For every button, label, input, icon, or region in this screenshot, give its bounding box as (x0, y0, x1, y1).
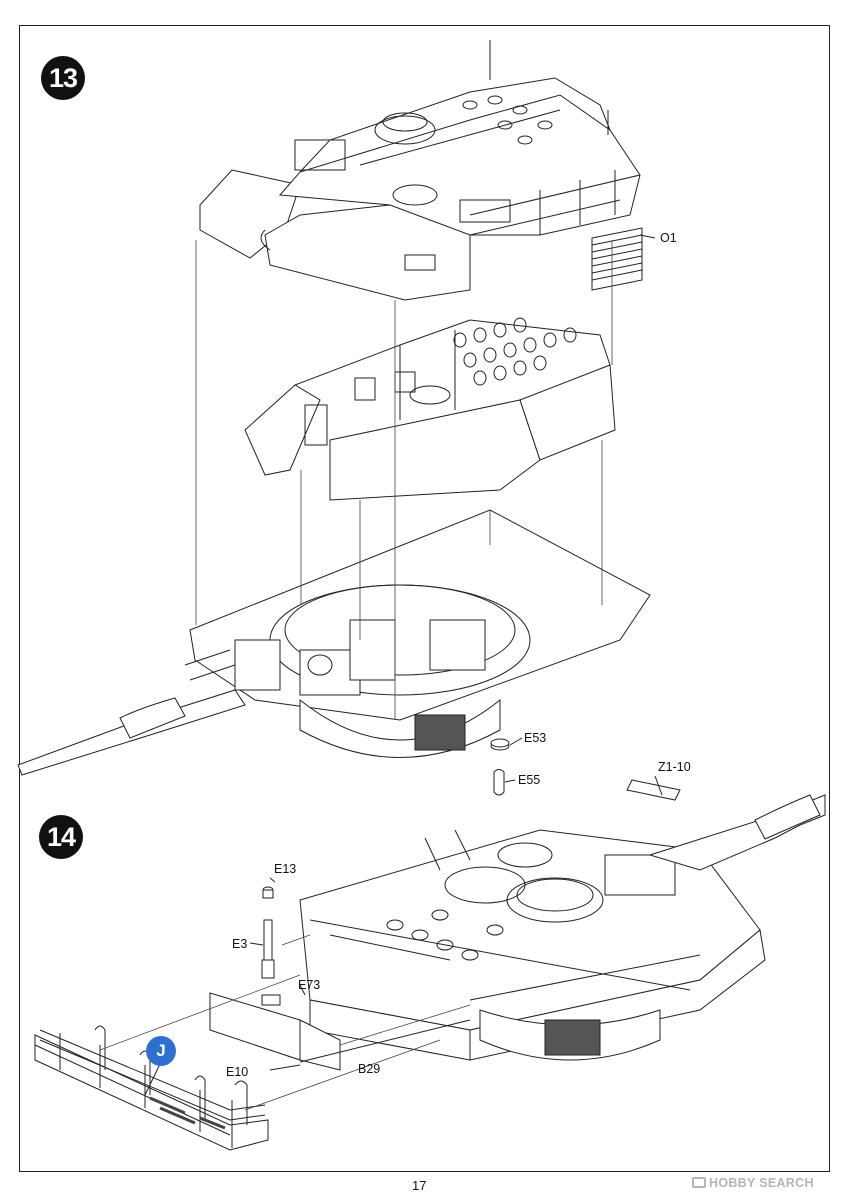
assembly-guide-lines (196, 240, 612, 720)
turret-base-assembly (18, 510, 650, 775)
part-label-e73: E73 (298, 978, 321, 992)
part-label-e53: E53 (524, 731, 547, 745)
watermark-text: HOBBY SEARCH (709, 1176, 814, 1190)
part-label-b29: B29 (358, 1062, 381, 1076)
part-label-e55: E55 (518, 773, 541, 787)
part-label-e10: E10 (226, 1065, 249, 1079)
turret-middle-assembly (245, 318, 615, 500)
part-e53-e55 (491, 738, 522, 795)
turret-upper-assembly (200, 40, 640, 300)
page-number: 17 (412, 1178, 427, 1193)
part-z1-10-decal (627, 776, 680, 800)
step-13-number: 13 (41, 56, 85, 100)
part-label-o1: O1 (660, 231, 677, 245)
camera-icon (692, 1177, 706, 1188)
step-14-number: 14 (39, 815, 83, 859)
page-frame (19, 25, 830, 1172)
part-label-z1-10: Z1-10 (658, 760, 691, 774)
watermark: HOBBY SEARCH (692, 1176, 814, 1190)
part-label-e3: E3 (232, 937, 248, 951)
part-o1-grille (592, 228, 655, 290)
callout-j-badge: J (146, 1036, 176, 1066)
part-label-e13: E13 (274, 862, 297, 876)
part-e13-e3-pole (250, 878, 275, 978)
part-b29-bracket (210, 985, 470, 1070)
turret-step14-assembly (300, 795, 825, 1060)
assembly-guide-lines-14 (100, 935, 470, 1110)
